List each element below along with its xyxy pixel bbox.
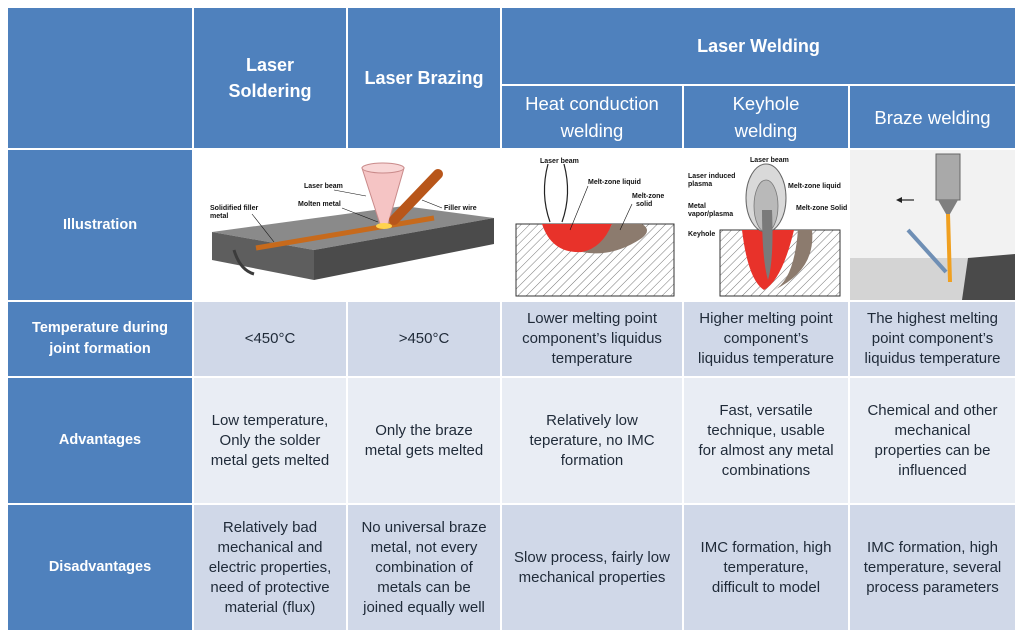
advantages-keyhole: Fast, versatile technique, usable for al… <box>684 378 848 503</box>
label-molten-metal: Molten metal <box>298 201 341 208</box>
direction-arrow-icon <box>896 197 902 203</box>
corner-cell <box>8 8 192 148</box>
plate-groove <box>232 249 255 276</box>
temperature-braze-welding: The highest melting point component’s li… <box>850 302 1015 376</box>
plate-side-face <box>314 218 494 280</box>
label-kh-keyhole: Keyhole <box>688 231 715 238</box>
comparison-table: Laser Soldering Laser Brazing Laser Weld… <box>8 8 1015 630</box>
advantages-brazing: Only the braze metal gets melted <box>348 378 500 503</box>
keyhole-melt-solid <box>774 230 813 290</box>
melt-zone-solid <box>582 224 647 254</box>
label-kh-induced-plasma-2: plasma <box>688 181 712 188</box>
temperature-keyhole: Higher melting point component’s liquidu… <box>684 302 848 376</box>
illustration-heat-conduction: Laser beam Melt-zone liquid Melt-zone so… <box>502 150 682 300</box>
header-heat-conduction-welding: Heat conduction welding <box>502 86 682 148</box>
solder-seam <box>255 215 435 251</box>
base-plate-right <box>962 254 1015 300</box>
header-braze-welding: Braze welding <box>850 86 1015 148</box>
braze-welding-diagram <box>850 150 1015 300</box>
label-kh-metal-vapor: Metal <box>688 203 706 210</box>
temperature-soldering: <450°C <box>194 302 346 376</box>
temperature-brazing: >450°C <box>348 302 500 376</box>
advantages-braze-welding: Chemical and other mechanical properties… <box>850 378 1015 503</box>
heat-conduction-diagram: Laser beam Melt-zone liquid Melt-zone so… <box>515 158 675 297</box>
laser-soldering-diagram: Laser beam Molten metal Filler wire Soli… <box>210 162 494 280</box>
illustration-braze-welding <box>850 150 1015 300</box>
label-kh-laser-beam: Laser beam <box>750 157 789 164</box>
label-hc-melt-liquid: Melt-zone liquid <box>588 179 641 186</box>
beam-line-left <box>543 163 551 223</box>
header-laser-soldering: Laser Soldering <box>194 8 346 148</box>
label-hc-laser-beam: Laser beam <box>540 158 579 165</box>
molten-spot <box>376 223 392 229</box>
laser-cone-top <box>361 162 405 174</box>
label-hc-melt-solid: Melt-zone <box>632 193 664 200</box>
row-header-temperature: Temperature during joint formation <box>8 302 192 376</box>
temperature-heat-conduction: Lower melting point component’s liquidus… <box>502 302 682 376</box>
filler-wire <box>389 169 443 225</box>
melt-zone-liquid <box>542 224 612 253</box>
advantages-heat-conduction: Relatively low teperature, no IMC format… <box>502 378 682 503</box>
header-keyhole-welding: Keyhole welding <box>684 86 848 148</box>
disadvantages-keyhole: IMC formation, high temperature, difficu… <box>684 505 848 630</box>
laser-nozzle <box>938 200 958 214</box>
label-kh-induced-plasma: Laser induced <box>688 173 735 180</box>
illustration-keyhole: Laser beam Laser induced plasma Metal va… <box>684 150 848 300</box>
label-kh-melt-liquid: Melt-zone liquid <box>788 183 841 190</box>
row-header-disadvantages: Disadvantages <box>8 505 192 630</box>
header-laser-brazing: Laser Brazing <box>348 8 500 148</box>
braze-wire <box>906 228 948 274</box>
keyhole-cavity <box>762 210 773 280</box>
label-filler-wire: Filler wire <box>444 205 477 212</box>
laser-head <box>935 153 961 201</box>
disadvantages-soldering: Relatively bad mechanical and electric p… <box>194 505 346 630</box>
label-kh-melt-solid: Melt-zone Solid <box>796 205 847 212</box>
beam-line-right <box>561 163 569 223</box>
disadvantages-heat-conduction: Slow process, fairly low mechanical prop… <box>502 505 682 630</box>
illustration-laser-soldering: Laser beam Molten metal Filler wire Soli… <box>194 150 500 300</box>
advantages-soldering: Low temperature, Only the solder metal g… <box>194 378 346 503</box>
row-header-advantages: Advantages <box>8 378 192 503</box>
row-header-illustration: Illustration <box>8 150 192 300</box>
plate-front-face <box>212 232 314 280</box>
label-solidified-filler-2: metal <box>210 213 228 220</box>
plate-top-surface <box>212 206 494 250</box>
header-laser-welding: Laser Welding <box>502 8 1015 84</box>
label-kh-metal-vapor-2: vapor/plasma <box>688 211 733 218</box>
keyhole-diagram: Laser beam Laser induced plasma Metal va… <box>688 157 847 297</box>
laser-beam <box>946 214 952 282</box>
label-laser-beam: Laser beam <box>304 183 343 190</box>
disadvantages-braze-welding: IMC formation, high temperature, several… <box>850 505 1015 630</box>
disadvantages-brazing: No universal braze metal, not every comb… <box>348 505 500 630</box>
label-hc-melt-solid-2: solid <box>636 201 652 208</box>
label-solidified-filler: Solidified filler <box>210 205 259 212</box>
